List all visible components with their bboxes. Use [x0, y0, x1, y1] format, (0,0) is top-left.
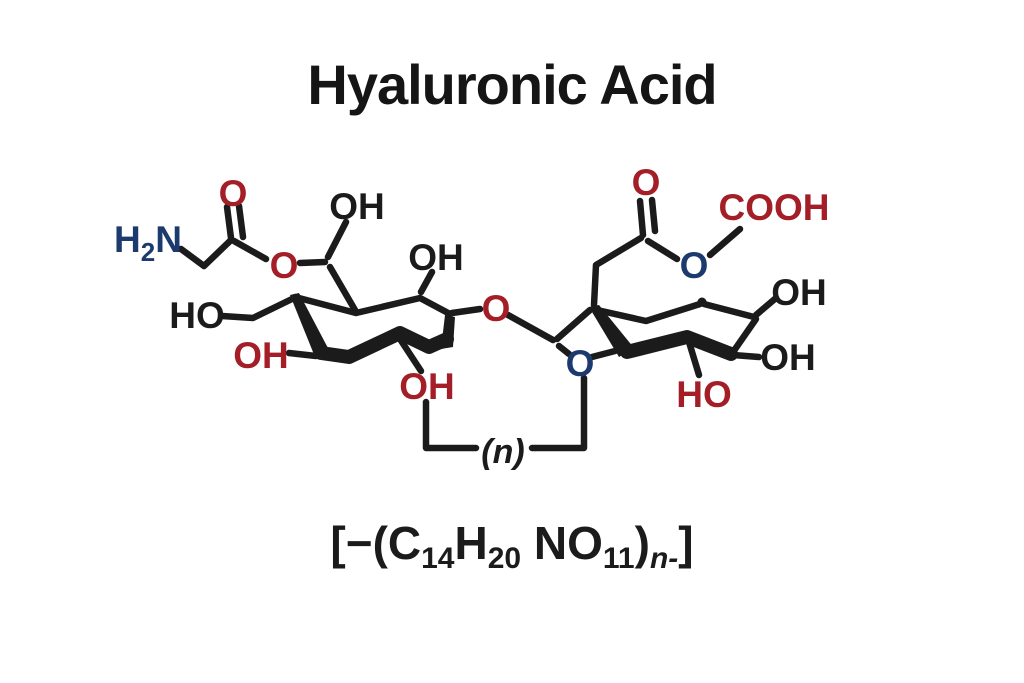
wedge-bond [589, 305, 634, 357]
formula-part: NO [521, 517, 603, 569]
bond [285, 349, 320, 360]
right-sugar-ring-bonds [589, 294, 780, 379]
label-carbonyl-o-left: O [219, 173, 248, 214]
label-glycosidic-o: O [482, 288, 511, 329]
formula-subscript: 14 [421, 542, 455, 575]
label-ho-left: HO [169, 295, 225, 336]
label-oh-red-left: OH [233, 335, 289, 376]
double-bond [648, 196, 659, 235]
bond [417, 268, 436, 296]
diagram-title: Hyaluronic Acid [307, 53, 717, 116]
formula-subscript: 11 [602, 542, 635, 575]
label-cooh: COOH [719, 187, 830, 228]
stereocenter-dot [697, 297, 707, 307]
bond [230, 237, 270, 263]
bond [588, 347, 619, 361]
label-ester-o-left: O [270, 245, 299, 286]
left-sugar-ring-bonds [218, 268, 484, 375]
double-bond [223, 203, 235, 242]
bond [593, 300, 704, 325]
label-oh-top-right: OH [771, 272, 827, 313]
label-ester-o-right: O [680, 245, 709, 286]
label-chain-o: O [566, 343, 595, 384]
bond [324, 218, 350, 261]
bond [218, 295, 296, 322]
bond [394, 332, 425, 375]
wedge-bond [290, 293, 329, 357]
bond [706, 225, 744, 259]
right-acid-ester-bonds [590, 196, 744, 309]
label-carbonyl-o-right: O [632, 162, 661, 203]
formula-part: ) [634, 517, 650, 569]
repeat-n-label: (n) [481, 433, 524, 471]
bond [504, 311, 557, 344]
repeat-bracket-line [528, 374, 588, 452]
left-amide-ester-bonds [177, 202, 359, 314]
bond [644, 237, 681, 263]
thick-ring-edge [620, 330, 738, 361]
label-ho-red-right: HO [676, 374, 732, 415]
atom-labels: H2N O O OH OH HO OH OH O O O O COOH OH O… [114, 162, 829, 471]
bond [553, 306, 594, 343]
formula-part: H [454, 517, 488, 569]
repeat-bracket-line [422, 398, 480, 452]
formula-part: [−(C [330, 517, 422, 569]
formula-part: ] [678, 517, 694, 569]
bond [326, 263, 359, 314]
glycosidic-bridge-bonds [422, 306, 619, 452]
bond [448, 305, 484, 317]
bond [685, 338, 703, 379]
label-h2n: H2N [114, 219, 182, 267]
bond [177, 237, 234, 270]
wedge-bond [441, 315, 455, 349]
bond [700, 300, 758, 321]
bond [291, 293, 454, 318]
double-bond [636, 197, 647, 239]
label-oh-red-bottom: OH [399, 366, 455, 407]
bond [590, 234, 645, 309]
bond [752, 294, 780, 319]
label-oh-ring-left: OH [408, 237, 464, 278]
formula-subscript: 20 [487, 542, 522, 575]
bond [296, 258, 329, 267]
label-oh-right: OH [760, 337, 816, 378]
molecular-formula: [−(C14H20 NO11)n-] [0, 516, 1024, 576]
label-oh-c1-left: OH [329, 186, 385, 227]
thick-ring-edge [314, 326, 454, 364]
bond [555, 342, 573, 358]
formula-n-subscript: n- [649, 542, 679, 575]
double-bond [235, 202, 247, 241]
